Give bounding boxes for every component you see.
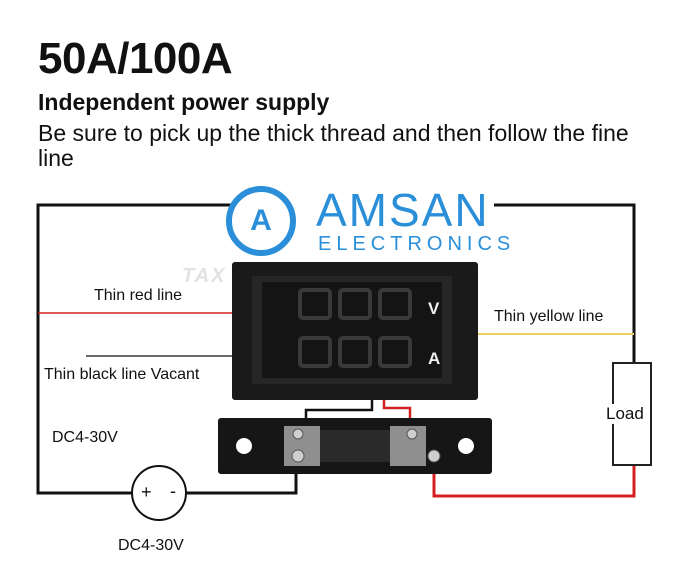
red-wire-thick <box>432 458 636 498</box>
supply-voltage-label-left: DC4-30V <box>52 429 118 446</box>
thin-red-line-label: Thin red line <box>94 287 183 304</box>
amsan-logo-icon: A <box>226 186 296 256</box>
supply-voltage-label-bottom: DC4-30V <box>118 537 184 554</box>
panel-meter <box>232 262 478 400</box>
subtitle: Independent power supply <box>38 89 330 115</box>
logo-tagline: ELECTRONICS <box>318 233 516 255</box>
instruction-text: Be sure to pick up the thick thread and … <box>38 120 629 171</box>
black-wire-top-right <box>494 203 636 362</box>
load-label: Load <box>606 404 644 424</box>
meter-unit-amps: A <box>428 349 441 368</box>
power-supply-symbol <box>131 465 187 521</box>
black-wire-outer <box>36 203 232 495</box>
meter-unit-volts: V <box>428 299 440 318</box>
logo-name: AMSAN <box>316 184 490 236</box>
thin-yellow-line-label: Thin yellow line <box>494 308 604 325</box>
page-title: 50A/100A <box>38 34 233 83</box>
shunt-resistor <box>218 418 492 474</box>
watermark: TAX <box>182 265 227 287</box>
minus-sign: - <box>170 481 176 501</box>
thin-black-line-label: Thin black line Vacant <box>44 366 200 383</box>
plus-sign: + <box>141 482 152 502</box>
